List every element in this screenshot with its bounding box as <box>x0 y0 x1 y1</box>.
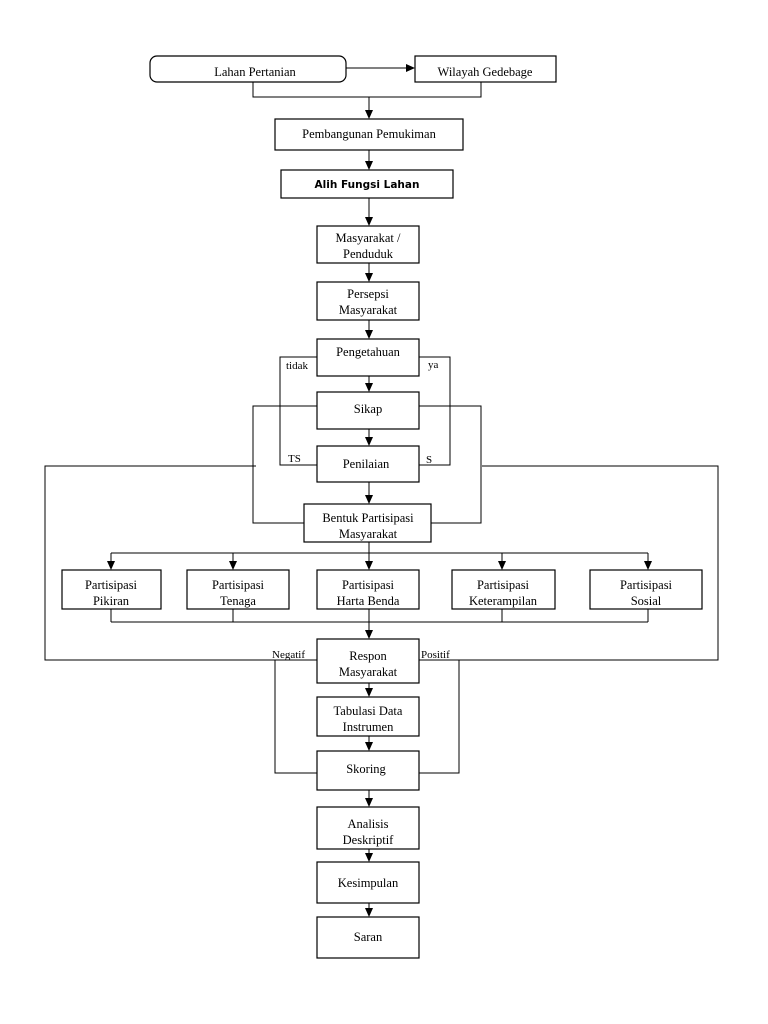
arrowhead-down <box>365 798 373 807</box>
node-masyarakat-penduduk: Masyarakat / Penduduk <box>316 225 420 264</box>
node-label-line-2: Keterampilan <box>469 594 538 608</box>
node-tabulasi-data: Tabulasi Data Instrumen <box>316 696 420 737</box>
node-label: Kesimpulan <box>338 876 399 890</box>
arrowhead-down <box>365 742 373 751</box>
node-label: Skoring <box>346 762 386 776</box>
arrowhead-down <box>365 561 373 570</box>
node-label: Alih Fungsi Lahan <box>315 179 420 191</box>
node-lahan-pertanian: Lahan Pertanian <box>149 55 347 83</box>
connectors <box>44 67 719 911</box>
arrowhead-down <box>644 561 652 570</box>
node-label-line-2: Penduduk <box>343 247 394 261</box>
edge-label-ts: TS <box>288 453 301 465</box>
node-kesimpulan: Kesimpulan <box>316 861 420 904</box>
edge-label-tidak: tidak <box>286 360 308 372</box>
node-label: Sikap <box>354 402 382 416</box>
node-label-line-1: Tabulasi Data <box>334 704 403 718</box>
node-partisipasi-sosial: Partisipasi Sosial <box>589 569 703 610</box>
node-label-line-1: Respon <box>349 649 387 663</box>
arrowhead-down <box>365 383 373 392</box>
arrowhead-down <box>365 161 373 170</box>
arrowheads <box>107 64 652 917</box>
node-label-line-1: Partisipasi <box>212 578 265 592</box>
arrowhead-down <box>107 561 115 570</box>
node-label: Pengetahuan <box>336 345 401 359</box>
node-label-line-1: Masyarakat / <box>336 231 401 245</box>
node-label-line-2: Masyarakat <box>339 527 398 541</box>
node-label: Penilaian <box>343 457 390 471</box>
node-label: Pembangunan Pemukiman <box>302 127 436 141</box>
edge-label-s: S <box>426 454 432 466</box>
node-alih-fungsi-lahan: Alih Fungsi Lahan <box>280 169 454 199</box>
node-saran: Saran <box>316 916 420 959</box>
arrowhead-down <box>365 630 373 639</box>
node-pengetahuan: Pengetahuan <box>316 338 420 377</box>
edge-label-ya: ya <box>428 359 439 371</box>
arrowhead-down <box>365 688 373 697</box>
node-label-line-1: Partisipasi <box>342 578 395 592</box>
arrowhead-right <box>406 64 415 72</box>
node-label-line-1: Persepsi <box>347 287 389 301</box>
node-label-line-2: Masyarakat <box>339 303 398 317</box>
node-wilayah-gedebage: Wilayah Gedebage <box>414 55 557 83</box>
node-label: Saran <box>354 930 383 944</box>
node-label-line-1: Bentuk Partisipasi <box>322 511 414 525</box>
node-label-line-2: Instrumen <box>343 720 394 734</box>
node-label-line-2: Sosial <box>631 594 662 608</box>
node-label-line-2: Deskriptif <box>343 833 395 847</box>
node-analisis-deskriptif: Analisis Deskriptif <box>316 806 420 850</box>
arrowhead-down <box>365 330 373 339</box>
node-partisipasi-keterampilan: Partisipasi Keterampilan <box>451 569 556 610</box>
arrowhead-down <box>365 908 373 917</box>
arrowhead-down <box>365 437 373 446</box>
arrowhead-down <box>365 495 373 504</box>
edge-label-positif: Positif <box>421 649 450 661</box>
node-label: Lahan Pertanian <box>214 65 296 79</box>
edge-label-negatif: Negatif <box>272 649 305 661</box>
node-label-line-2: Harta Benda <box>337 594 400 608</box>
node-label-line-2: Masyarakat <box>339 665 398 679</box>
arrowhead-down <box>365 217 373 226</box>
node-partisipasi-pikiran: Partisipasi Pikiran <box>61 569 162 610</box>
node-penilaian: Penilaian <box>316 445 420 483</box>
node-pembangunan-pemukiman: Pembangunan Pemukiman <box>274 118 464 151</box>
node-label-line-2: Tenaga <box>220 594 256 608</box>
node-partisipasi-tenaga: Partisipasi Tenaga <box>186 569 290 610</box>
arrowhead-down <box>229 561 237 570</box>
node-label-line-1: Partisipasi <box>620 578 673 592</box>
node-persepsi-masyarakat: Persepsi Masyarakat <box>316 281 420 321</box>
node-sikap: Sikap <box>316 391 420 430</box>
arrowhead-down <box>365 853 373 862</box>
node-label-line-2: Pikiran <box>93 594 130 608</box>
node-label-line-1: Partisipasi <box>477 578 530 592</box>
node-respon-masyarakat: Respon Masyarakat <box>316 638 420 684</box>
node-label-line-1: Partisipasi <box>85 578 138 592</box>
node-label-line-1: Analisis <box>348 817 389 831</box>
node-skoring: Skoring <box>316 750 420 791</box>
arrowhead-down <box>365 273 373 282</box>
node-label: Wilayah Gedebage <box>438 65 533 79</box>
arrowhead-down <box>498 561 506 570</box>
node-partisipasi-harta-benda: Partisipasi Harta Benda <box>316 569 420 610</box>
arrowhead-down <box>365 110 373 119</box>
node-bentuk-partisipasi: Bentuk Partisipasi Masyarakat <box>303 503 432 543</box>
